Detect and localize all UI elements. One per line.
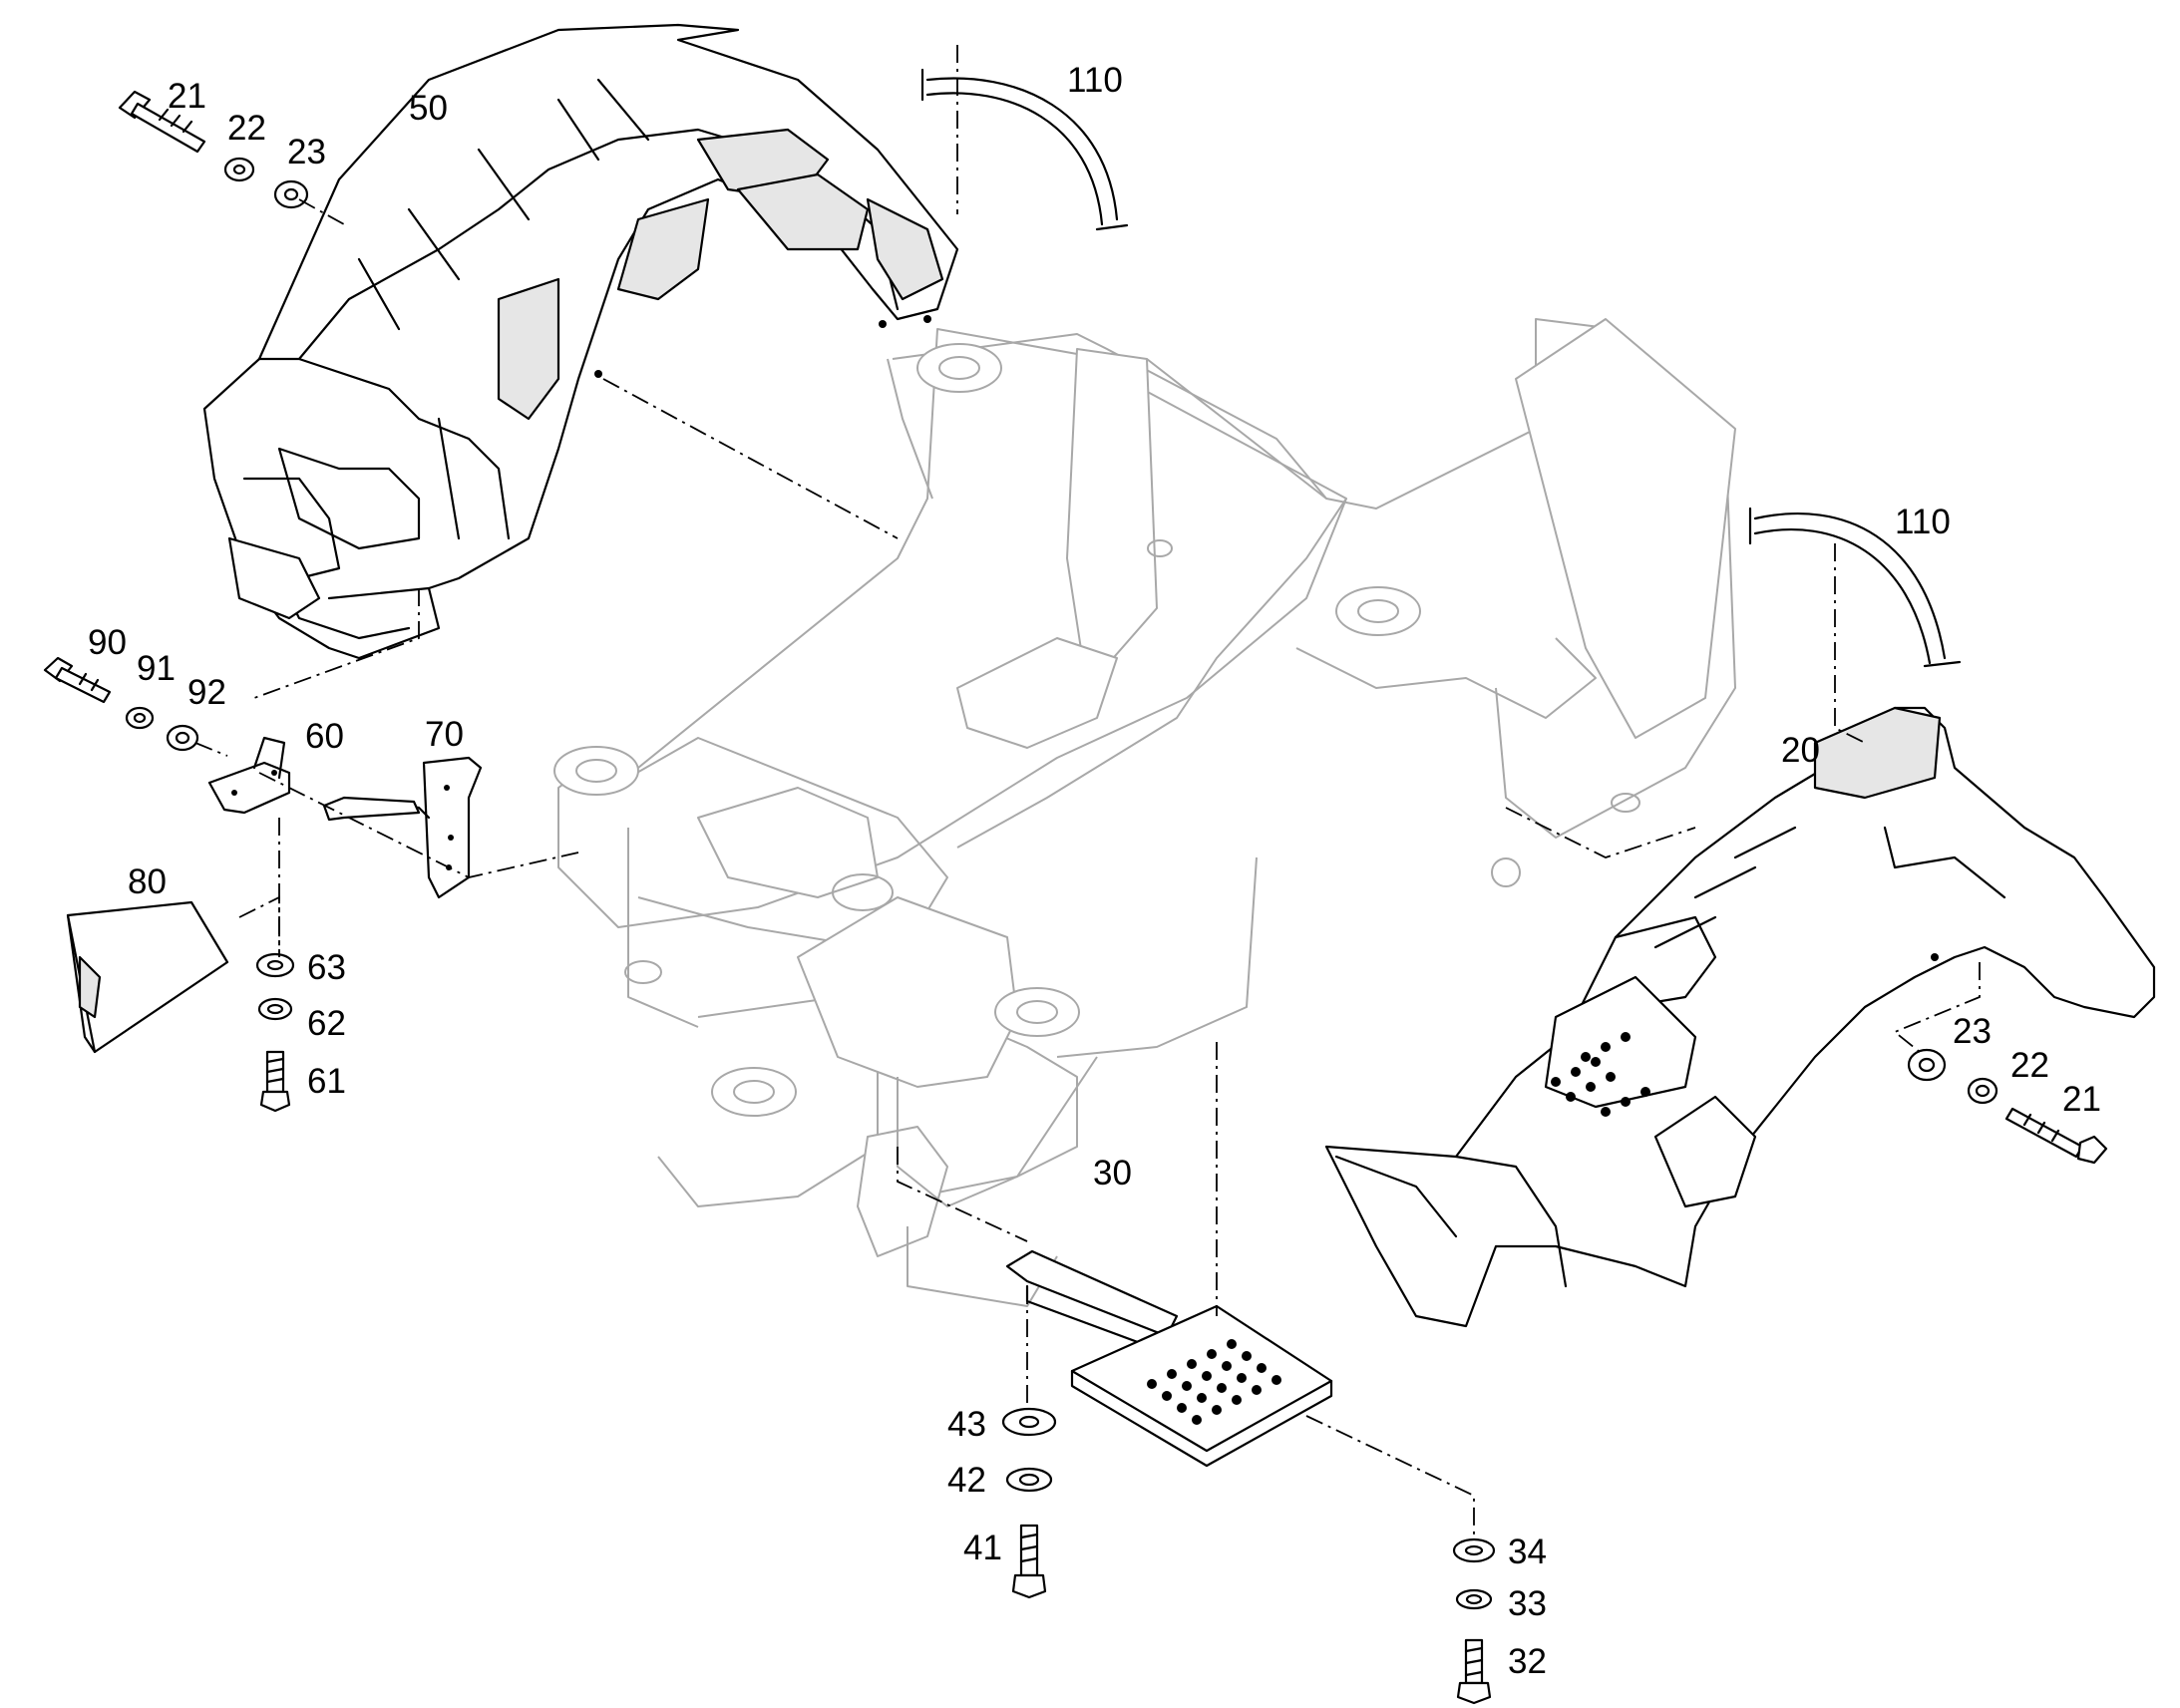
callout-43: 43 [947,1405,986,1444]
callout-60: 60 [305,717,344,756]
bolt-part-32 [1456,1638,1492,1705]
left-fender-part-50 [202,23,959,660]
bolt-part-21-left [118,90,206,154]
callout-23-left: 23 [287,133,326,171]
callout-41: 41 [963,1529,1002,1567]
callout-42: 42 [947,1461,986,1500]
callout-34: 34 [1508,1533,1547,1571]
callout-62: 62 [307,1004,346,1043]
bolt-part-90 [43,656,112,704]
callout-50: 50 [409,89,448,128]
washer-part-22-right [1967,1077,1998,1105]
washer-part-34 [1452,1537,1496,1563]
callout-110-top: 110 [1067,61,1123,100]
callout-80: 80 [128,862,167,901]
callout-22-right: 22 [2010,1046,2049,1085]
callout-61: 61 [307,1062,346,1101]
right-fender-part-20 [1324,706,2156,1328]
callout-91: 91 [137,649,176,688]
callout-90: 90 [88,623,127,662]
hose-part-110-right [1748,507,1962,668]
callout-22-left: 22 [227,109,266,148]
callout-110-right: 110 [1895,503,1951,541]
callout-32: 32 [1508,1642,1547,1681]
callout-92: 92 [187,673,226,712]
washer-part-63 [255,952,295,978]
bracket-part-60 [207,736,291,815]
assembly-lines [194,45,1981,1536]
washer-part-92 [166,724,199,752]
washer-part-22-left [223,157,255,182]
chassis-frame [553,318,1736,1307]
callout-20: 20 [1781,731,1820,770]
callout-21-right: 21 [2062,1080,2101,1119]
washer-part-91 [125,706,155,730]
washer-part-23-left [273,179,309,209]
bolt-part-41 [1011,1524,1047,1599]
step-tread-holes [1147,1339,1281,1425]
washer-part-43 [1001,1407,1057,1437]
bolt-part-61 [259,1050,291,1113]
callout-21-left: 21 [168,77,206,116]
callout-30: 30 [1093,1154,1132,1193]
callout-23-right: 23 [1953,1012,1992,1051]
block-part-80 [66,900,229,1054]
washer-part-62 [257,997,293,1021]
callout-70: 70 [425,715,464,754]
callout-33: 33 [1508,1584,1547,1623]
callout-labels: 21 22 23 50 110 110 90 91 92 60 70 80 63… [88,61,2101,1681]
callout-63: 63 [307,948,346,987]
bolt-part-21-right [2004,1107,2108,1165]
bracket-part-70 [322,756,483,899]
washer-part-33 [1455,1588,1493,1610]
step-part-30 [1005,1249,1333,1468]
washer-part-42 [1005,1467,1053,1493]
washer-part-23-right [1907,1048,1947,1082]
